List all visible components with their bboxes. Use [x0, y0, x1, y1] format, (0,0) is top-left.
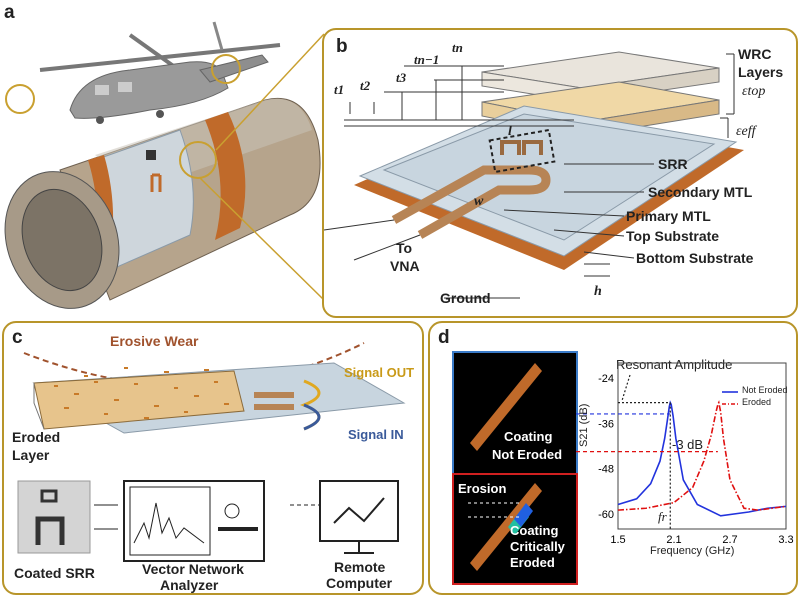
signal-in-label: Signal IN — [348, 427, 404, 442]
panel-label-b: b — [336, 36, 348, 57]
eps-top-label: εtop — [742, 84, 766, 99]
helicopter-illustration — [4, 21, 325, 309]
w-label: w — [474, 194, 484, 209]
h-label: h — [594, 284, 602, 299]
panel-a — [0, 0, 330, 320]
chart-ytick-label: -48 — [598, 464, 614, 476]
chart-xlabel: Frequency (GHz) — [650, 545, 735, 557]
sim-image-not-eroded — [452, 351, 578, 475]
panel-d: d Coating Not Eroded Erosion Coating Cri… — [428, 321, 798, 595]
panel-label-c: c — [12, 327, 23, 348]
ground-label: Ground — [440, 290, 491, 306]
t1-label: t1 — [334, 82, 345, 97]
callout-primary-mtl: Primary MTL — [626, 208, 711, 224]
remote-computer-label-line1: Remote — [334, 559, 386, 575]
callout-srr: SRR — [658, 156, 688, 172]
chart-ytick-label: -36 — [598, 418, 614, 430]
chart-series-not-eroded — [617, 400, 787, 517]
callout-bottom-substrate: Bottom Substrate — [636, 250, 754, 266]
panel-label-a: a — [4, 2, 15, 23]
to-vna-label-line2: VNA — [390, 258, 420, 274]
resonant-amplitude-label: Resonant Amplitude — [616, 357, 733, 372]
callout-top-substrate: Top Substrate — [626, 228, 720, 244]
wrc-layers-label-line1: WRC — [738, 46, 772, 62]
chart-xtick-label: 1.5 — [610, 534, 625, 546]
coating-critically-eroded-line1: Coating — [510, 523, 559, 538]
tn-label: tn — [452, 40, 463, 55]
eps-eff-label: εeff — [736, 124, 756, 139]
eroded-layer-label-line2: Layer — [12, 447, 50, 463]
chart-ylabel: S21 (dB) — [578, 403, 590, 447]
chart-xtick-label: 2.7 — [722, 534, 737, 546]
chart-xtick-label: 3.3 — [778, 534, 793, 546]
tn-1-label: tn−1 — [414, 52, 440, 67]
callout-secondary-mtl: Secondary MTL — [648, 184, 753, 200]
chart-ytick-label: -24 — [598, 373, 614, 385]
chart-plot-frame — [617, 362, 787, 530]
coating-critically-eroded-line3: Eroded — [510, 555, 555, 570]
erosion-label: Erosion — [458, 481, 507, 496]
t2-label: t2 — [360, 78, 371, 93]
sim-bars — [468, 363, 542, 571]
chart-xtick-label: 2.1 — [666, 534, 681, 546]
l-label: l — [508, 124, 512, 139]
eroded-layer-label-line1: Eroded — [12, 429, 61, 445]
panel-label-d: d — [438, 327, 450, 348]
coated-srr-label: Coated SRR — [14, 565, 95, 581]
vna-label-line1: Vector Network — [142, 561, 244, 577]
chart-legend-eroded: Eroded — [742, 397, 772, 407]
coating-not-eroded-line2: Not Eroded — [492, 447, 563, 462]
erosion-setup-illustration — [17, 342, 406, 562]
s21-chart: 1.5 2.1 2.7 3.3 -24 -36 -48 -60 — [576, 362, 794, 546]
panel-b: b — [322, 28, 798, 318]
t3-label: t3 — [396, 70, 407, 85]
coating-not-eroded-line1: Coating — [504, 429, 553, 444]
chart-legend-not-eroded: Not Eroded — [742, 385, 788, 395]
minus-3db-label: -3 dB — [672, 437, 704, 452]
chart-ytick-label: -60 — [598, 509, 614, 521]
sensor-stack-illustration — [323, 51, 744, 299]
panel-c: c Erosive Wear Signal OUT — [2, 321, 424, 595]
remote-computer-label-line2: Computer — [326, 575, 393, 591]
chart-resonant-pointer — [621, 374, 631, 401]
vna-label-line2: Analyzer — [160, 577, 219, 593]
chart-series-eroded — [617, 400, 787, 511]
coating-critically-eroded-line2: Critically — [510, 539, 565, 554]
erosive-wear-label: Erosive Wear — [110, 333, 199, 349]
fr-label: fr — [658, 509, 667, 524]
signal-out-label: Signal OUT — [344, 365, 415, 380]
to-vna-label-line1: To — [396, 240, 413, 256]
wrc-layers-label-line2: Layers — [738, 64, 784, 80]
